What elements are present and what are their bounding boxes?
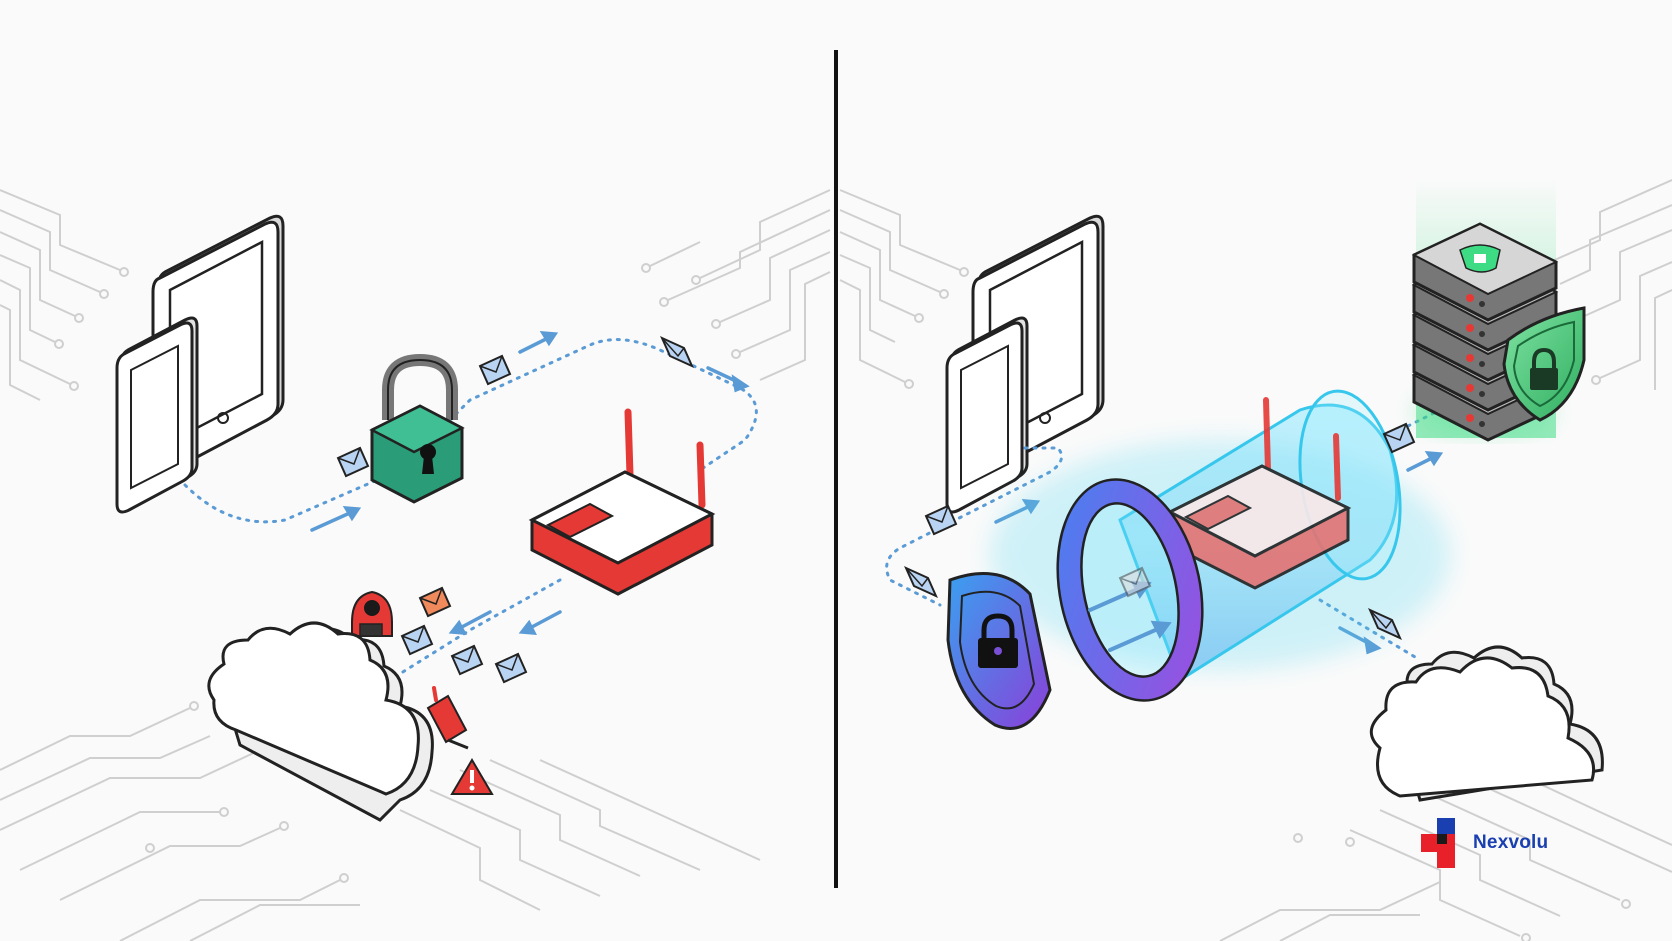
phone-icon xyxy=(115,316,199,514)
shield-lock-icon xyxy=(946,572,1052,730)
envelope-icon xyxy=(400,624,434,656)
data-flow-path xyxy=(885,446,1064,607)
intruder-icon xyxy=(426,686,469,750)
envelope-icon xyxy=(336,446,370,478)
brand-logo: Nexvolu xyxy=(1421,818,1548,868)
envelope-icon xyxy=(450,644,484,676)
router-icon xyxy=(1166,397,1352,590)
envelope-icon xyxy=(904,566,938,598)
flow-arrows xyxy=(310,330,750,636)
envelope-icon xyxy=(924,504,958,536)
padlock-icon xyxy=(369,353,465,504)
brand-mark-icon xyxy=(1421,818,1455,868)
left-panel xyxy=(115,214,758,822)
envelope-icon xyxy=(1368,608,1402,640)
cloud-icon xyxy=(207,621,434,822)
envelope-icon xyxy=(1118,566,1152,598)
right-panel xyxy=(885,178,1604,802)
envelope-icon xyxy=(494,652,528,684)
hacker-icon xyxy=(351,590,393,637)
cloud-icon xyxy=(1369,645,1604,802)
brand-name: Nexvolu xyxy=(1473,832,1549,853)
envelopes-right xyxy=(904,422,1416,640)
circuit-traces xyxy=(0,179,1672,941)
envelope-icon xyxy=(660,336,694,368)
data-flow-path xyxy=(183,338,758,524)
envelope-icon xyxy=(418,586,452,618)
envelopes-left xyxy=(336,336,694,684)
envelope-icon xyxy=(1382,422,1416,454)
server-shield-icon xyxy=(1502,306,1586,422)
router-icon xyxy=(528,408,716,596)
warning-icon xyxy=(450,758,494,795)
phone-icon xyxy=(945,316,1029,514)
envelope-icon xyxy=(478,354,512,386)
